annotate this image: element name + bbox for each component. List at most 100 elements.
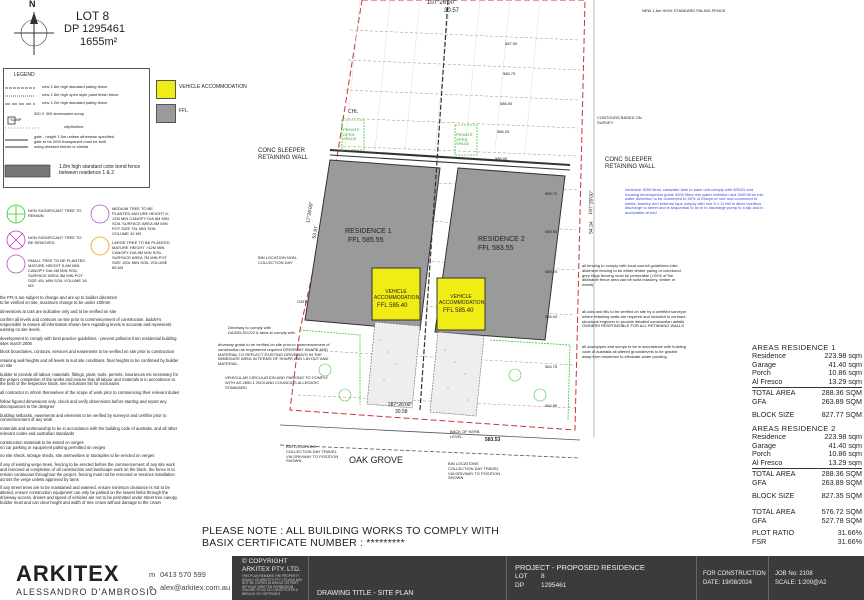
area-row: Residence 223.98 sqm [752, 432, 862, 442]
designer-name: ALESSANDRO D'AMBROSIO [16, 587, 158, 597]
areas-1-title: AREAS RESIDENCE 1 [752, 343, 836, 352]
area-value: 223.98 sqm [824, 351, 862, 360]
email-label: e [149, 583, 154, 592]
areas-2-title: AREAS RESIDENCE 2 [752, 424, 836, 433]
area-row: GFA 263.89 SQM [752, 396, 862, 407]
area-value: 41.40 sqm [828, 359, 862, 369]
drawing-title: DRAWING TITLE - SITE PLAN [317, 590, 414, 597]
area-row: Garage 41.40 sqm [752, 440, 862, 451]
driveway-note: Driveway to comply with DA/DEL/DC/02 & t… [228, 325, 295, 335]
vehicle-accommodation-2 [436, 277, 486, 331]
colorbond-fence-divider [419, 0, 449, 411]
area-label: Porch [752, 449, 771, 459]
basix-notice-2: BASIX CERTIFICATE NUMBER : ********* [202, 537, 405, 549]
large-tree-icon [90, 236, 110, 256]
area-label: GFA [752, 396, 767, 406]
area-value: 10.86 sqm [828, 368, 862, 378]
note: builder to provide all labour, materials… [0, 371, 179, 387]
area-value: 223.98 sqm [824, 432, 862, 441]
fence-top-note: NEW 1.8m HIGH STANDARD PALING FENCE [642, 8, 726, 13]
note: construction materials to be stored on v… [0, 439, 84, 445]
contour-label: 586.75 [503, 71, 516, 76]
note: dimensions at cuts are indicative only a… [0, 308, 117, 314]
contour-label: 587.00 [505, 41, 518, 46]
contour-label: 586.50 [500, 101, 513, 106]
area-value: 13.29 sqm [828, 457, 862, 467]
vehicle-accommodation-swatch [156, 80, 176, 99]
area-value: 13.29 sqm [828, 376, 862, 386]
legend-fence-3: new 1.2m high standard paling fence [42, 100, 108, 105]
phone-label: m [149, 570, 156, 579]
gate-label: GATE [297, 299, 308, 304]
area-row: TOTAL AREA 288.36 SQM [752, 470, 862, 479]
area-label: TOTAL AREA [752, 469, 796, 479]
legend-fence-1: new 1.8m high standard paling fence [42, 84, 108, 89]
area-label: Garage [752, 440, 776, 450]
area-label: PLOT RATIO [752, 528, 795, 538]
cuts-note: all cuts and fills to be verified on sit… [582, 309, 687, 329]
small-tree-text: SMALL TREE TO BE PLANTED MATURE HEIGHT 5… [28, 258, 87, 288]
basix-notice-1: PLEASE NOTE : ALL BUILDING WORKS TO COMP… [202, 525, 500, 537]
driveway-2 [429, 331, 485, 417]
contour-label: 584.75 [545, 364, 558, 369]
brand-logo: ARKITEX [16, 561, 120, 586]
north-label: N [29, 0, 36, 9]
area-value: 263.89 SQM [821, 396, 862, 406]
area-label: TOTAL AREA [752, 388, 796, 398]
medium-tree-icon [90, 204, 110, 224]
email-value: alex@arkitex.com.au [160, 583, 231, 592]
copyright-title: © COPYRIGHT [242, 558, 288, 565]
road-level: 583.53 [485, 437, 501, 443]
area-label: Residence [752, 432, 786, 441]
tree-removed-icon [6, 230, 26, 250]
date-label: DATE: 19/08/2024 [703, 580, 752, 586]
driveway-1 [366, 321, 421, 409]
brand-panel: ARKITEX ALESSANDRO D'AMBROSIO m 0413 570… [0, 556, 232, 600]
legend-sump-short: SUMP [10, 117, 22, 122]
dp-title: DP 1295461 [64, 23, 125, 35]
note: no car parking or equipment parking perm… [0, 444, 106, 450]
legend-cityline: city/lineline [64, 124, 84, 129]
area-value: 827.35 SQM [821, 490, 862, 500]
area-label: Al Fresco [752, 457, 783, 467]
drawing-title-cell: DRAWING TITLE - SITE PLAN [308, 556, 505, 600]
area-label: BLOCK SIZE [752, 490, 795, 500]
areas-residence-2: AREAS RESIDENCE 2 Residence 223.98 sqm Ga… [752, 424, 862, 500]
legend-fence-2: new 1.5m high open style paint finish fe… [42, 92, 119, 97]
residence-1-ffl: FFL 585.55 [348, 237, 384, 244]
back-of-kerb: BACK OF KERB LEVEL [450, 429, 480, 439]
project-lot-value: 8 [541, 573, 545, 580]
area-value: 576.72 SQM [821, 507, 862, 516]
note: development to comply with best practice… [0, 335, 177, 346]
vehicular-note: VEHICULAR CIRCULATION AND PARKING TO COM… [225, 375, 329, 390]
right-bearing: 197°26'00" [588, 190, 595, 215]
area-value: 41.40 sqm [828, 440, 862, 450]
rainwater-note: minimum 3000 litres, rainwater tank to e… [625, 187, 764, 215]
tree-symbol [318, 363, 332, 377]
va-1-ffl: FFL 585.40 [377, 303, 408, 309]
contour-label: 585.25 [545, 269, 558, 274]
job-cell: JOB No: 2108 SCALE: 1:200@A2 [768, 556, 864, 600]
drawing-scale: SCALE: 1:200@A2 [775, 580, 827, 586]
vehicle-accommodation-1 [371, 267, 421, 321]
area-label: BLOCK SIZE [752, 409, 795, 419]
project-dp-value: 1295461 [541, 582, 567, 589]
vehicle-accommodation-key: VEHICLE ACCOMMODATION [179, 84, 247, 90]
status-cell: FOR CONSTRUCTION DATE: 19/08/2024 [696, 556, 767, 600]
retaining-wall-1 [329, 149, 571, 166]
lot-area: 1655m² [80, 36, 118, 48]
project-title: PROJECT - PROPOSED RESIDENCE [515, 563, 645, 572]
area-value: 527.78 SQM [821, 515, 862, 525]
note: materials and workmanship to be in accor… [0, 426, 178, 436]
area-row: Al Fresco 13.29 sqm [752, 457, 862, 468]
area-value: 288.36 SQM [821, 469, 862, 479]
